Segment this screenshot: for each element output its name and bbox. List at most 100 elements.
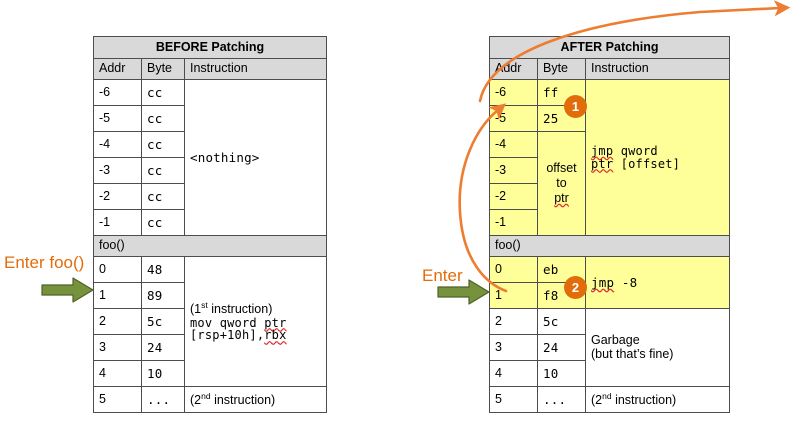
after-title-row: AFTER Patching xyxy=(488,36,731,59)
after-enter-label: Enter xyxy=(422,266,463,285)
note-suffix: instruction) xyxy=(611,393,677,408)
note-prefix: (1 xyxy=(190,302,202,317)
asm-text: [rsp+10h], xyxy=(190,328,265,343)
table-row: -2 cc xyxy=(93,183,327,210)
asm-misspelled: rbx xyxy=(264,328,287,343)
note-suffix: instruction) xyxy=(207,302,273,317)
before-col-addr: Addr xyxy=(93,58,142,80)
after-jmp-short: jmp -8 xyxy=(584,256,731,309)
before-second-instruction: (2nd instruction) xyxy=(184,386,327,413)
offset-line-3: ptr xyxy=(554,190,569,205)
note-prefix: (2 xyxy=(190,393,202,408)
after-entry-arrow-icon xyxy=(437,279,490,305)
table-row: 0 48 (1st instruction) mov qword ptr [rs… xyxy=(93,256,327,387)
table-row: 2 5c xyxy=(93,308,327,335)
before-byte: cc xyxy=(141,131,185,158)
before-first-instruction-note: (1st instruction) xyxy=(190,300,273,317)
before-addr: -4 xyxy=(93,131,142,158)
after-byte: 24 xyxy=(537,334,586,361)
before-addr: -1 xyxy=(93,209,142,236)
table-row: 3 24 xyxy=(489,334,730,361)
before-addr: 1 xyxy=(93,282,142,309)
before-addr: -3 xyxy=(93,157,142,184)
after-addr: -2 xyxy=(489,183,538,210)
after-asm-line-2: ptr [offset] xyxy=(591,157,724,171)
asm-misspelled: jmp xyxy=(591,274,615,290)
asm-text: qword xyxy=(613,143,658,158)
note-sup: nd xyxy=(602,390,612,401)
garbage-line-1: Garbage xyxy=(591,333,640,348)
after-byte: ... xyxy=(537,386,586,413)
before-title-row: BEFORE Patching xyxy=(93,36,327,59)
table-row: 5 ... (2nd instruction) xyxy=(489,386,731,413)
before-addr: 3 xyxy=(93,334,142,361)
note-prefix: (2 xyxy=(591,393,603,408)
before-addr: -5 xyxy=(93,105,142,132)
step-badge-1: 1 xyxy=(564,95,587,118)
after-col-instruction: Instruction xyxy=(584,58,731,80)
asm-text: mov qword xyxy=(190,315,265,330)
note-suffix: instruction) xyxy=(210,393,276,408)
table-row: 0 eb jmp -8 xyxy=(489,256,731,309)
before-byte: 24 xyxy=(141,334,185,361)
table-row: 4 10 xyxy=(93,360,327,387)
before-addr: 5 xyxy=(93,386,142,413)
asm-misspelled: ptr xyxy=(264,315,287,330)
before-enter-label: Enter foo() xyxy=(4,253,85,272)
after-patching-table: AFTER Patching Addr Byte Instruction -6 … xyxy=(488,36,731,413)
before-addr: 0 xyxy=(93,256,142,283)
garbage-line-2: (but that’s fine) xyxy=(591,346,674,361)
before-byte: cc xyxy=(141,157,185,184)
after-addr: -1 xyxy=(489,209,538,236)
before-pad-instruction: <nothing> xyxy=(184,79,327,236)
before-addr: -2 xyxy=(93,183,142,210)
offset-line-1: offset xyxy=(546,161,577,176)
before-byte: 10 xyxy=(141,360,185,387)
after-asm-line-1: jmp qword xyxy=(591,145,724,158)
after-second-instruction: (2nd instruction) xyxy=(584,386,731,413)
before-addr: 4 xyxy=(93,360,142,387)
before-header-row: Addr Byte Instruction xyxy=(93,58,327,80)
after-header-row: Addr Byte Instruction xyxy=(489,58,731,80)
before-byte: cc xyxy=(141,105,185,132)
before-foo-label: foo() xyxy=(93,235,327,257)
asm-text: -8 xyxy=(614,274,638,290)
after-patch-instruction: jmp qword ptr [offset] xyxy=(584,79,731,236)
table-row: -4 cc xyxy=(93,131,327,158)
note-sup: nd xyxy=(201,390,211,401)
after-addr: 2 xyxy=(489,308,538,335)
after-garbage-note: Garbage (but that’s fine) xyxy=(584,308,731,387)
before-col-instruction: Instruction xyxy=(184,58,327,80)
before-patching-table: BEFORE Patching Addr Byte Instruction -6… xyxy=(93,36,327,413)
note-sup: st xyxy=(201,300,208,311)
after-offset-to-ptr: offset to ptr xyxy=(537,131,586,236)
before-byte: cc xyxy=(141,79,185,106)
before-byte: cc xyxy=(141,183,185,210)
after-addr: 5 xyxy=(489,386,538,413)
before-byte: ... xyxy=(141,386,185,413)
after-title: AFTER Patching xyxy=(488,36,731,59)
after-addr: 1 xyxy=(489,282,538,309)
before-foo-separator-row: foo() xyxy=(93,235,327,257)
after-col-addr: Addr xyxy=(489,58,538,80)
after-foo-label: foo() xyxy=(488,235,731,257)
asm-misspelled: jmp xyxy=(591,143,614,158)
before-addr: 2 xyxy=(93,308,142,335)
table-row: -1 cc xyxy=(93,209,327,236)
before-byte: 5c xyxy=(141,308,185,335)
after-byte: 10 xyxy=(537,360,586,387)
table-row: 1 89 xyxy=(93,282,327,309)
before-entry-arrow-icon xyxy=(41,277,94,303)
step-badge-2: 2 xyxy=(564,276,587,299)
table-row: -6 cc <nothing> xyxy=(93,79,327,236)
after-foo-separator-row: foo() xyxy=(488,235,731,257)
before-first-instruction: (1st instruction) mov qword ptr [rsp+10h… xyxy=(184,256,327,387)
before-byte: cc xyxy=(141,209,185,236)
after-addr: -3 xyxy=(489,157,538,184)
before-title: BEFORE Patching xyxy=(93,36,327,59)
table-row: 2 5c Garbage (but that’s fine) xyxy=(489,308,731,387)
before-col-byte: Byte xyxy=(141,58,185,80)
after-addr: -4 xyxy=(489,131,538,158)
after-addr: -5 xyxy=(489,105,538,132)
